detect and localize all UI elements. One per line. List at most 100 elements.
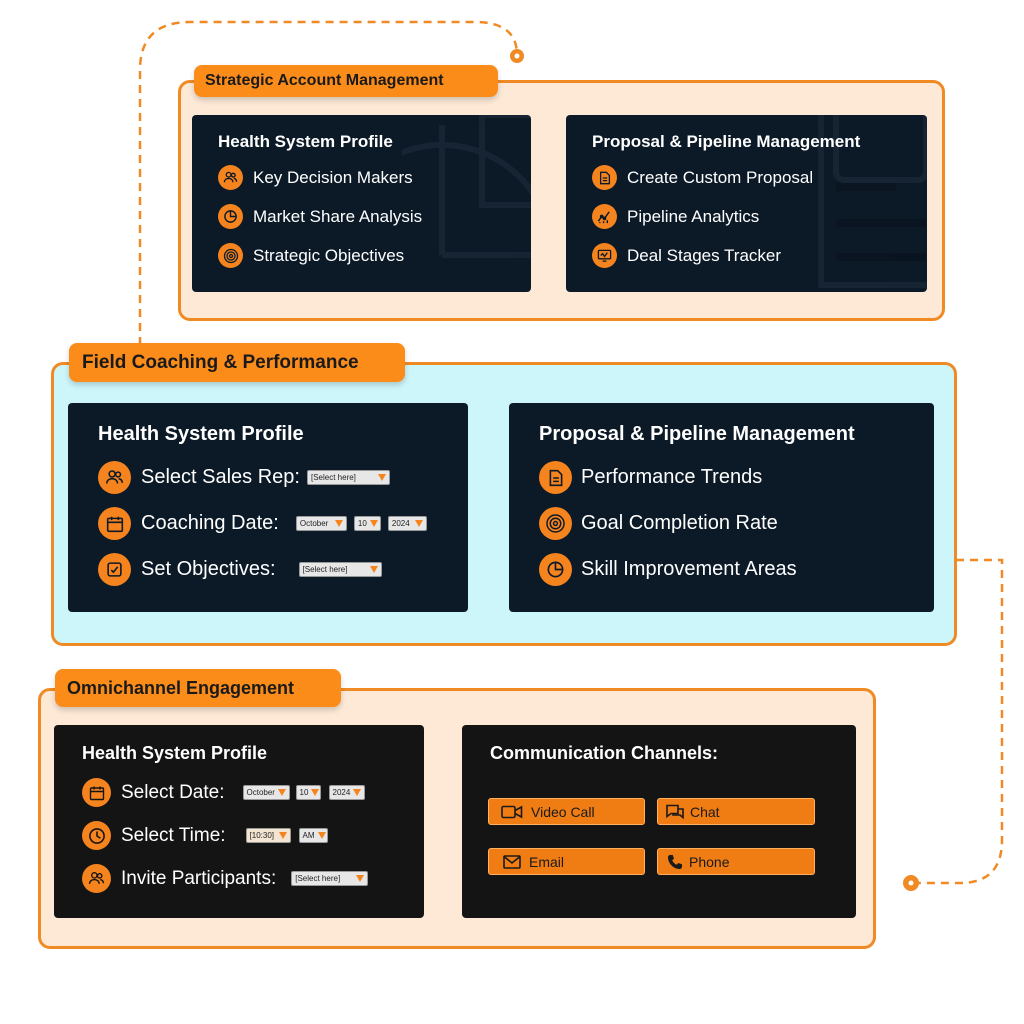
omni-day-select[interactable]: 10 — [295, 785, 321, 800]
channels-title: Communication Channels: — [490, 743, 719, 763]
omni-profile-title: Health System Profile — [82, 743, 268, 763]
strategic-section-label: Strategic Account Management — [194, 65, 498, 97]
create-custom-proposal-item[interactable]: Create Custom Proposal — [592, 165, 813, 190]
deal-stages-tracker-item[interactable]: Deal Stages Tracker — [592, 243, 781, 268]
video-camera-icon — [501, 805, 523, 818]
strategic-proposal-card: Proposal & Pipeline Management Create Cu… — [566, 115, 927, 292]
video-call-button[interactable]: Video Call — [488, 798, 645, 825]
document-icon — [539, 461, 572, 494]
row-label: Coaching Date: — [141, 512, 279, 534]
key-decision-makers-item[interactable]: Key Decision Makers — [218, 165, 413, 190]
row-label: Select Sales Rep: — [141, 466, 300, 488]
target-icon — [218, 243, 243, 268]
button-label: Video Call — [531, 803, 595, 820]
item-label: Market Share Analysis — [253, 206, 423, 226]
dropdown-arrow-icon — [334, 520, 343, 527]
select-value: October — [299, 519, 329, 528]
button-label: Phone — [689, 853, 730, 870]
pipeline-analytics-item[interactable]: Pipeline Analytics — [592, 204, 759, 229]
users-icon — [98, 461, 131, 494]
analytics-icon — [592, 204, 617, 229]
select-value: 2024 — [391, 519, 410, 528]
strategic-proposal-title: Proposal & Pipeline Management — [592, 132, 861, 151]
calendar-icon — [98, 507, 131, 540]
item-label: Create Custom Proposal — [627, 167, 814, 187]
clock-icon — [82, 821, 111, 850]
time-select[interactable]: [10:30] — [245, 828, 291, 843]
dropdown-arrow-icon — [369, 520, 378, 527]
set-objectives-row: Set Objectives: [Select here] — [98, 553, 382, 586]
dropdown-arrow-icon — [414, 520, 423, 527]
coaching-date-row: Coaching Date: October 10 2024 — [98, 507, 427, 540]
dropdown-arrow-icon — [377, 474, 386, 481]
communication-channels-card: Communication Channels: Video Call Chat … — [462, 725, 856, 918]
dropdown-arrow-icon — [311, 789, 320, 796]
participants-select[interactable]: [Select here] — [291, 871, 369, 886]
pie-chart-icon — [539, 553, 572, 586]
coaching-profile-card: Health System Profile Select Sales Rep: … — [68, 403, 468, 612]
omni-section-label: Omnichannel Engagement — [55, 669, 341, 707]
sales-rep-select[interactable]: [Select here] — [306, 470, 390, 485]
item-label: Performance Trends — [581, 466, 763, 488]
skill-improvement-areas-item[interactable]: Skill Improvement Areas — [539, 553, 797, 586]
button-label: Email — [529, 853, 565, 870]
coaching-month-select[interactable]: October — [295, 516, 347, 531]
select-value: [Select here] — [302, 565, 348, 574]
dropdown-arrow-icon — [353, 789, 362, 796]
dropdown-arrow-icon — [356, 875, 365, 882]
omni-month-select[interactable]: October — [242, 785, 290, 800]
dropdown-arrow-icon — [317, 832, 326, 839]
select-value: 10 — [357, 519, 367, 528]
pie-chart-icon — [218, 204, 243, 229]
invite-participants-row: Invite Participants: [Select here] — [82, 864, 369, 893]
phone-icon — [668, 854, 682, 869]
strategic-profile-title: Health System Profile — [218, 132, 393, 151]
chart-watermark-icon — [402, 115, 531, 258]
row-label: Invite Participants: — [121, 867, 277, 889]
coaching-proposal-title: Proposal & Pipeline Management — [539, 423, 855, 445]
select-time-row: Select Time: [10:30] AM — [82, 821, 328, 850]
omni-year-select[interactable]: 2024 — [328, 785, 365, 800]
performance-trends-item[interactable]: Performance Trends — [539, 461, 762, 494]
select-value: [10:30] — [249, 831, 275, 840]
users-icon — [218, 165, 243, 190]
coaching-year-select[interactable]: 2024 — [387, 516, 427, 531]
coaching-proposal-card: Proposal & Pipeline Management Performan… — [509, 403, 934, 612]
checkbox-icon — [98, 553, 131, 586]
goal-completion-rate-item[interactable]: Goal Completion Rate — [539, 507, 778, 540]
select-value: [Select here] — [295, 874, 341, 883]
target-icon — [539, 507, 572, 540]
item-label: Skill Improvement Areas — [581, 558, 797, 580]
document-watermark-icon — [818, 115, 927, 288]
item-label: Goal Completion Rate — [581, 512, 778, 534]
row-label: Select Time: — [121, 824, 226, 846]
item-label: Key Decision Makers — [253, 167, 413, 187]
select-value: [Select here] — [310, 473, 356, 482]
select-value: 10 — [299, 788, 309, 797]
email-button[interactable]: Email — [488, 848, 645, 875]
phone-button[interactable]: Phone — [657, 848, 815, 875]
item-label: Pipeline Analytics — [627, 206, 760, 226]
coaching-profile-title: Health System Profile — [98, 423, 304, 445]
item-label: Deal Stages Tracker — [627, 245, 782, 265]
users-icon — [82, 864, 111, 893]
dropdown-arrow-icon — [369, 566, 378, 573]
chat-button[interactable]: Chat — [657, 798, 815, 825]
omni-profile-card: Health System Profile Select Date: Octob… — [54, 725, 424, 918]
tracker-icon — [592, 243, 617, 268]
strategic-objectives-item[interactable]: Strategic Objectives — [218, 243, 404, 268]
calendar-icon — [82, 778, 111, 807]
select-value: AM — [302, 831, 315, 840]
strategic-profile-card: Health System Profile Key Decision Maker… — [192, 115, 531, 292]
dropdown-arrow-icon — [278, 832, 287, 839]
coaching-day-select[interactable]: 10 — [353, 516, 381, 531]
document-icon — [592, 165, 617, 190]
coaching-section-label: Field Coaching & Performance — [69, 343, 405, 382]
ampm-select[interactable]: AM — [298, 828, 328, 843]
mail-icon — [503, 854, 521, 869]
objectives-select[interactable]: [Select here] — [298, 562, 382, 577]
market-share-analysis-item[interactable]: Market Share Analysis — [218, 204, 422, 229]
select-sales-rep-row: Select Sales Rep: [Select here] — [98, 461, 390, 494]
select-value: 2024 — [332, 788, 351, 797]
item-label: Strategic Objectives — [253, 245, 405, 265]
